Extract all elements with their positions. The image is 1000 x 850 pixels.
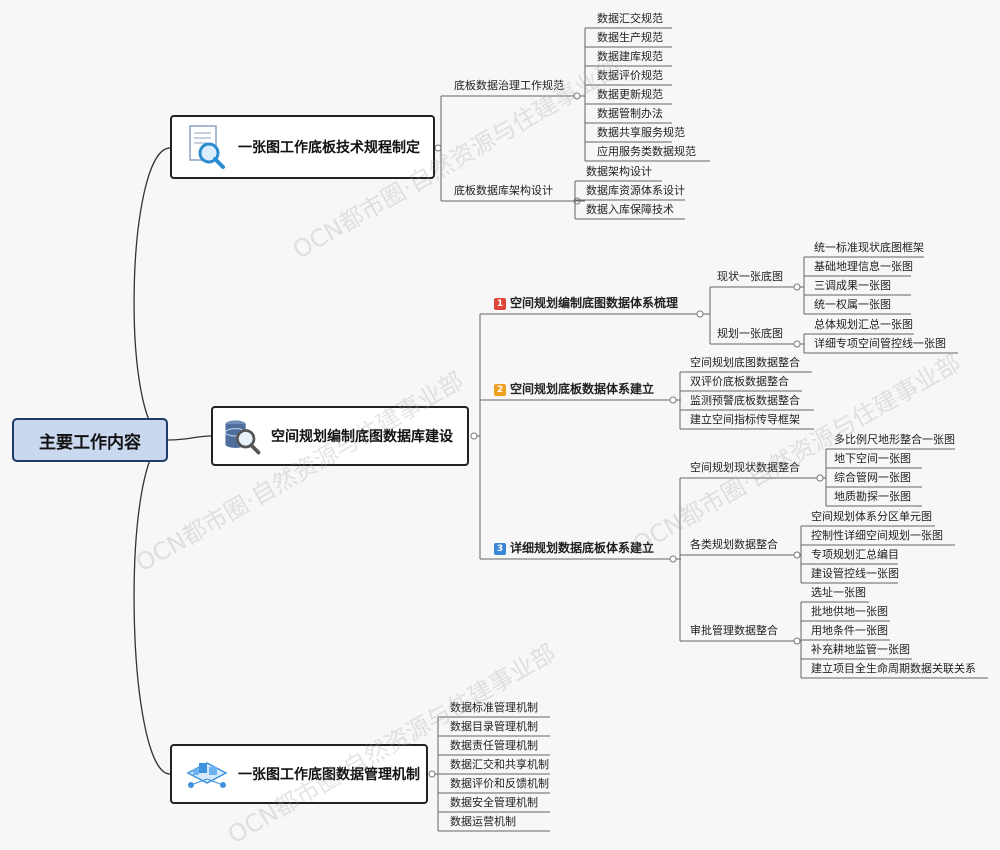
connector [167,435,212,441]
collapse-knob[interactable] [573,92,581,100]
root-node: 主要工作内容 [12,418,168,462]
leaf-item: 控制性详细空间规划一张图 [811,529,943,542]
leaf-item: 建立空间指标传导框架 [690,413,800,426]
collapse-knob[interactable] [793,637,801,645]
branch-node-database-construction: 空间规划编制底图数据库建设 [211,406,469,466]
collapse-knob[interactable] [434,144,442,152]
leaf-item: 三调成果一张图 [814,279,891,292]
leaf-item: 空间规划底图数据整合 [690,356,800,369]
collapse-knob[interactable] [793,551,801,559]
leaf-item: 多比例尺地形整合一张图 [834,433,955,446]
leaf-item: 综合管网一张图 [834,471,911,484]
group-label: 规划一张底图 [717,327,783,340]
leaf-item: 数据汇交规范 [597,12,663,25]
branch-node-data-management: 一张图工作底图数据管理机制 [170,744,428,804]
collapse-knob[interactable] [669,555,677,563]
collapse-knob[interactable] [793,340,801,348]
leaf-item: 数据评价规范 [597,69,663,82]
sub-topic-2: 2 空间规划底板数据体系建立 [494,383,654,396]
group-label: 现状一张底图 [717,270,783,283]
group-label: 空间规划现状数据整合 [690,461,800,474]
leaf-item: 地质勘探一张图 [834,490,911,503]
leaf-item: 数据架构设计 [586,165,652,178]
sub-topic-label: 空间规划编制底图数据体系梳理 [510,296,679,310]
leaf-item: 补充耕地监管一张图 [811,643,910,656]
connector [133,147,171,441]
leaf-item: 选址一张图 [811,586,866,599]
leaf-item: 建设管控线一张图 [811,567,899,580]
branch-title: 一张图工作底板技术规程制定 [238,140,420,156]
sub-topic-label: 空间规划底板数据体系建立 [510,382,655,396]
database-search-icon [224,420,261,455]
collapse-knob[interactable] [470,432,478,440]
collapse-knob[interactable] [428,770,436,778]
leaf-item: 建立项目全生命周期数据关联关系 [811,662,976,675]
leaf-item: 数据库资源体系设计 [586,184,685,197]
collapse-knob[interactable] [696,310,704,318]
leaf-item: 应用服务类数据规范 [597,145,696,158]
leaf-item: 监测预警底板数据整合 [690,394,800,407]
sub-topic-label: 详细规划数据底板体系建立 [510,541,655,555]
leaf-item: 数据标准管理机制 [450,701,538,714]
sub-topic-3: 3 详细规划数据底板体系建立 [494,542,654,555]
branch-node-technical-rules: 一张图工作底板技术规程制定 [170,115,435,179]
group-label: 底板数据库架构设计 [454,184,553,197]
document-search-icon [189,125,225,169]
leaf-item: 用地条件一张图 [811,624,888,637]
leaf-item: 数据更新规范 [597,88,663,101]
group-label: 审批管理数据整合 [690,624,778,637]
leaf-item: 数据生产规范 [597,31,663,44]
branch-title: 一张图工作底图数据管理机制 [238,767,420,783]
leaf-item: 双评价底板数据整合 [690,375,789,388]
sub-topic-1: 1 空间规划编制底图数据体系梳理 [494,297,678,310]
number-badge: 1 [494,298,506,310]
leaf-item: 数据建库规范 [597,50,663,63]
leaf-item: 数据入库保障技术 [586,203,674,216]
leaf-item: 批地供地一张图 [811,605,888,618]
leaf-item: 专项规划汇总编目 [811,548,899,561]
collapse-knob[interactable] [669,396,677,404]
leaf-item: 总体规划汇总一张图 [814,318,913,331]
group-label: 各类规划数据整合 [690,538,778,551]
number-badge: 3 [494,543,506,555]
leaf-item: 数据共享服务规范 [597,126,685,139]
connector [133,439,171,775]
server-network-icon [186,762,228,788]
number-badge: 2 [494,384,506,396]
leaf-item: 基础地理信息一张图 [814,260,913,273]
root-label: 主要工作内容 [39,432,141,453]
collapse-knob[interactable] [816,474,824,482]
leaf-item: 数据评价和反馈机制 [450,777,549,790]
leaf-item: 统一标准现状底图框架 [814,241,924,254]
leaf-item: 数据目录管理机制 [450,720,538,733]
leaf-item: 数据汇交和共享机制 [450,758,549,771]
leaf-item: 数据管制办法 [597,107,663,120]
leaf-item: 统一权属一张图 [814,298,891,311]
leaf-item: 数据运营机制 [450,815,516,828]
branch-title: 空间规划编制底图数据库建设 [271,429,453,445]
leaf-item: 数据安全管理机制 [450,796,538,809]
leaf-item: 详细专项空间管控线一张图 [814,337,946,350]
leaf-item: 数据责任管理机制 [450,739,538,752]
leaf-item: 地下空间一张图 [834,452,911,465]
leaf-item: 空间规划体系分区单元图 [811,510,932,523]
collapse-knob[interactable] [793,283,801,291]
group-label: 底板数据治理工作规范 [454,79,564,92]
